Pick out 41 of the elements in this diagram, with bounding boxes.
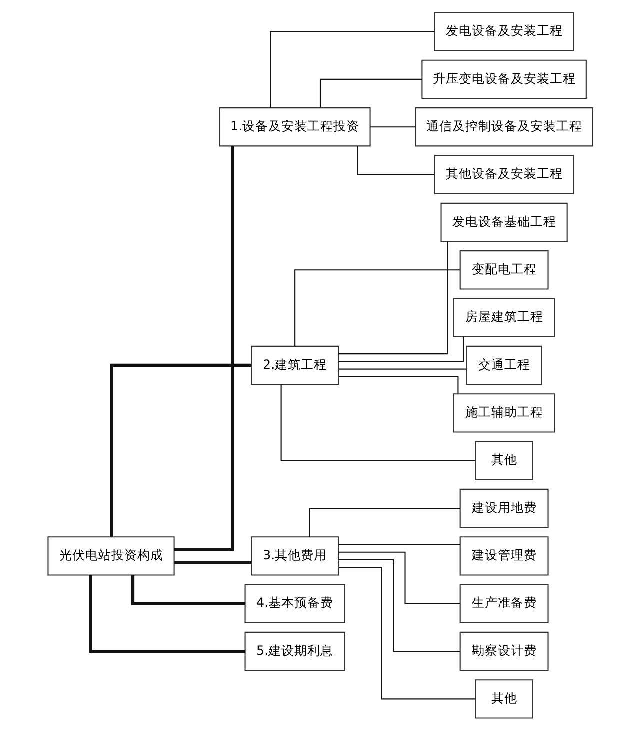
connector bbox=[88, 575, 245, 654]
connector bbox=[338, 559, 460, 652]
connector bbox=[338, 242, 448, 355]
node-box: 其他 bbox=[474, 680, 533, 719]
connector bbox=[356, 146, 434, 176]
connector bbox=[280, 384, 476, 462]
connector bbox=[338, 376, 458, 394]
node-box: 生产准备费 bbox=[459, 584, 548, 624]
node-box: 建设管理费 bbox=[459, 536, 548, 576]
connector bbox=[338, 544, 460, 546]
connector bbox=[370, 126, 416, 128]
node-box: 其他设备及安装工程 bbox=[434, 155, 574, 194]
connector bbox=[308, 508, 460, 538]
connector bbox=[338, 552, 460, 604]
node-box: 发电设备及安装工程 bbox=[434, 12, 574, 52]
node-box: 发电设备基础工程 bbox=[440, 202, 568, 242]
node-box: 变配电工程 bbox=[459, 250, 548, 290]
node-box: 升压变电设备及安装工程 bbox=[421, 60, 586, 100]
connector bbox=[338, 368, 466, 370]
connector bbox=[270, 31, 434, 108]
connector bbox=[338, 337, 464, 362]
node-box: 建设用地费 bbox=[459, 488, 548, 528]
connector bbox=[174, 560, 251, 564]
node-box: 5.建设期利息 bbox=[244, 632, 345, 672]
node-box: 勘察设计费 bbox=[459, 632, 548, 672]
node-box: 交通工程 bbox=[466, 346, 542, 386]
connector bbox=[294, 270, 460, 346]
node-box: 房屋建筑工程 bbox=[452, 298, 555, 338]
node-box: 光伏电站投资构成 bbox=[47, 536, 174, 576]
node-box: 施工辅助工程 bbox=[452, 394, 555, 433]
connector bbox=[174, 146, 234, 552]
connector bbox=[338, 567, 476, 700]
node-box: 4.基本预备费 bbox=[244, 584, 345, 624]
connector bbox=[319, 78, 422, 108]
node-box: 3.其他费用 bbox=[250, 536, 339, 576]
node-box: 其他 bbox=[474, 441, 533, 480]
connector bbox=[130, 575, 245, 606]
node-box: 通信及控制设备及安装工程 bbox=[414, 108, 593, 147]
node-box: 1.设备及安装工程投资 bbox=[218, 108, 370, 147]
connector bbox=[110, 364, 251, 537]
node-box: 2.建筑工程 bbox=[250, 346, 339, 386]
